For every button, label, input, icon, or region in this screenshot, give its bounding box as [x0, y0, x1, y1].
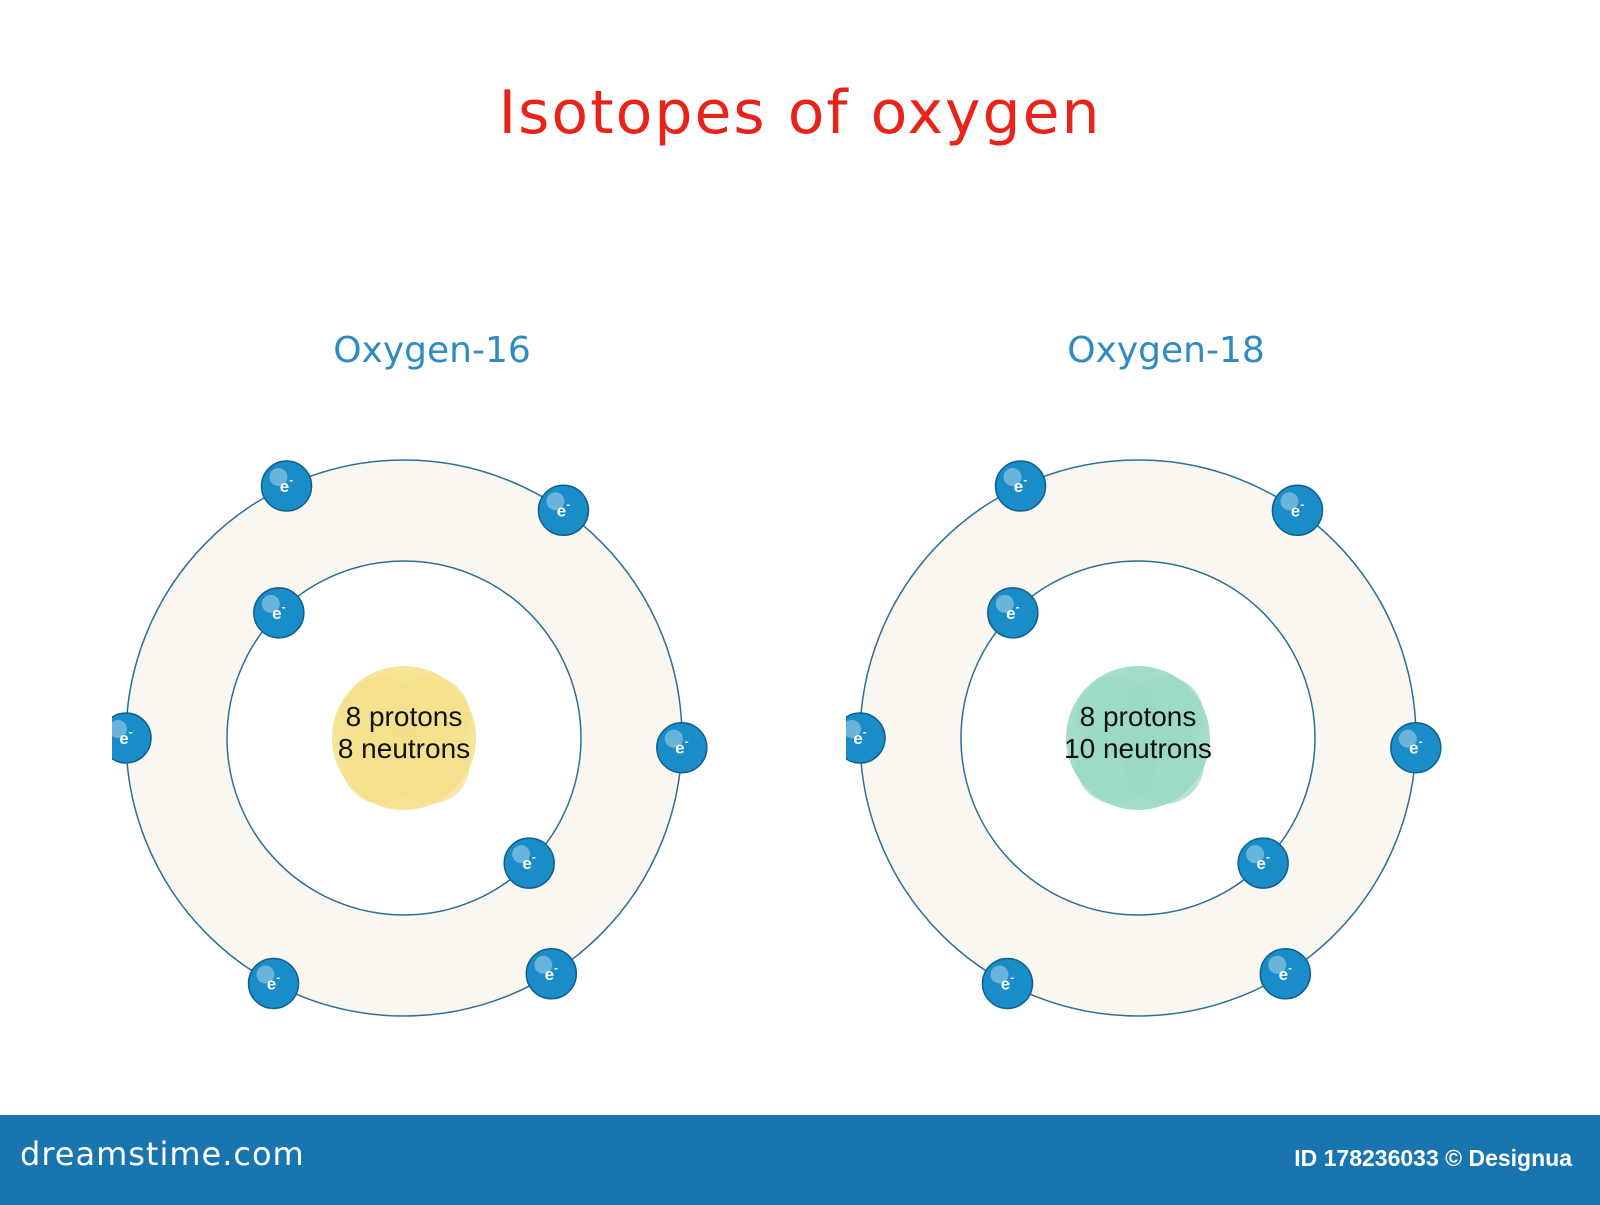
- electron-outer: e-: [1271, 484, 1324, 537]
- electron-inner: e-: [987, 587, 1039, 639]
- neutrons-text: 8 neutrons: [338, 733, 470, 764]
- electron-outer: e-: [846, 712, 886, 764]
- atom-oxygen-18: 8 protons 10 neutrons e-e-e-e-e-e-e-e- O…: [846, 318, 1486, 1058]
- electron-outer: e-: [994, 460, 1047, 512]
- atom-oxygen-16: 8 protons 8 neutrons e-e-e-e-e-e-e-e- Ox…: [112, 318, 752, 1058]
- neutrons-text: 10 neutrons: [1064, 733, 1212, 764]
- electron-outer: e-: [1390, 721, 1442, 774]
- electron-outer: e-: [247, 957, 300, 1010]
- image-credit: ID 178236033 © Designua: [1294, 1145, 1572, 1171]
- electron-outer: e-: [981, 957, 1034, 1010]
- electron-outer: e-: [260, 460, 313, 512]
- atom-label: Oxygen-18: [1067, 330, 1265, 371]
- nucleus: 8 protons 8 neutrons: [332, 666, 476, 810]
- nucleus: 8 protons 10 neutrons: [1064, 666, 1212, 810]
- site-logo: dreamstime.com: [20, 1135, 305, 1173]
- electron-inner: e-: [503, 837, 555, 889]
- protons-text: 8 protons: [346, 701, 463, 732]
- atom-label: Oxygen-16: [333, 330, 531, 371]
- electron-inner: e-: [1237, 837, 1289, 889]
- protons-text: 8 protons: [1080, 701, 1197, 732]
- electron-outer: e-: [656, 721, 708, 774]
- atom-diagram-oxygen-18: 8 protons 10 neutrons e-e-e-e-e-e-e-e-: [846, 459, 1442, 1017]
- footer-bar: dreamstime.com ID 178236033 © Designua: [0, 1115, 1600, 1205]
- diagram-title: Isotopes of oxygen: [498, 78, 1102, 148]
- electron-inner: e-: [253, 587, 305, 639]
- atom-diagram-oxygen-16: 8 protons 8 neutrons e-e-e-e-e-e-e-e-: [112, 459, 708, 1017]
- electron-outer: e-: [525, 948, 578, 1000]
- electron-outer: e-: [112, 712, 152, 764]
- electron-outer: e-: [537, 484, 590, 537]
- electron-outer: e-: [1259, 948, 1312, 1000]
